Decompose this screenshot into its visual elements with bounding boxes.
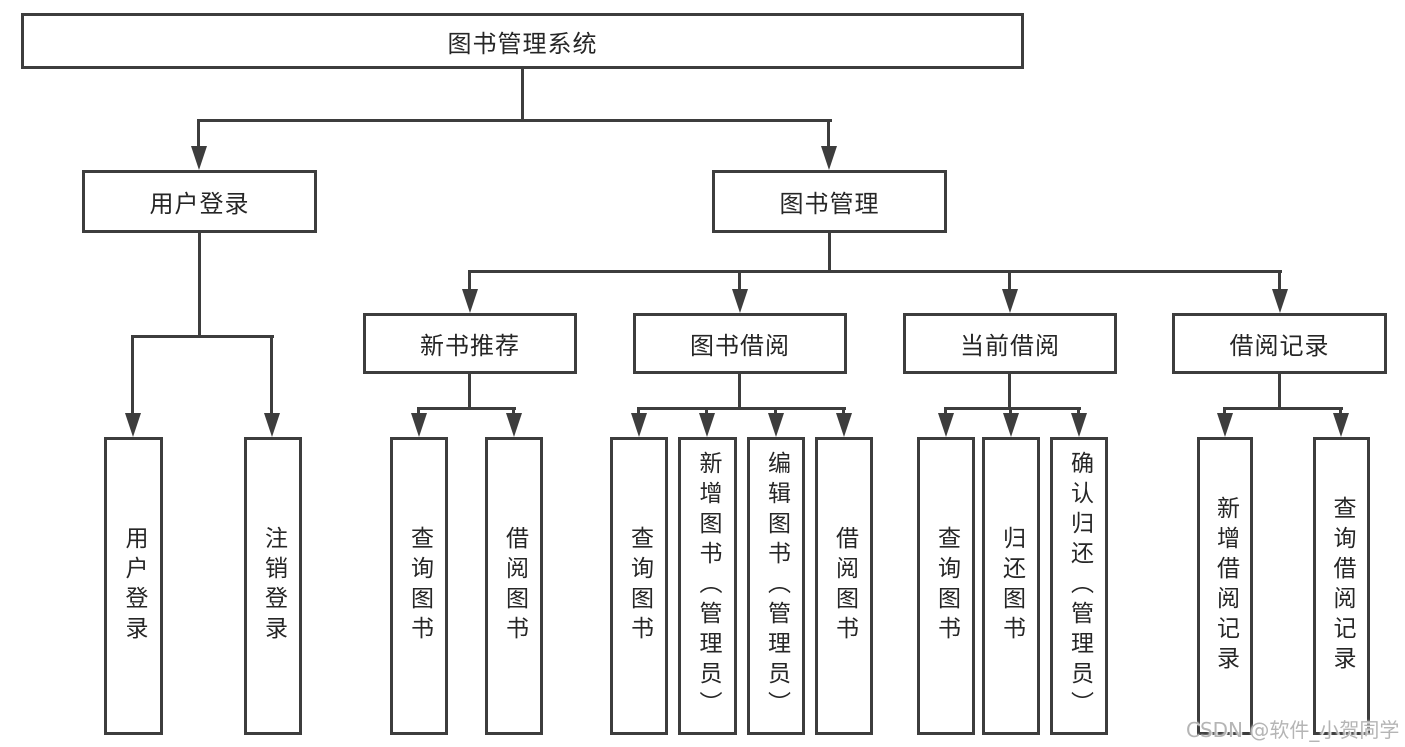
arrow-to-leaf-confirm-return (1071, 407, 1087, 437)
leaf-borrow-book-2: 借阅图书 (815, 437, 873, 735)
arrow-to-book-borrow (732, 270, 748, 313)
leaf-borrow-book-1-label: 借阅图书 (501, 526, 528, 646)
node-new-book-recommend-label: 新书推荐 (420, 332, 520, 360)
edge-book-borrow-rail (637, 407, 846, 410)
edge-borrow-record-rail (1223, 407, 1343, 410)
arrow-to-leaf-query-book-3 (938, 407, 954, 437)
edge-borrow-record-stem (1278, 374, 1281, 409)
node-library-management-system: 图书管理系统 (21, 13, 1024, 69)
leaf-add-borrow-record: 新增借阅记录 (1197, 437, 1253, 735)
arrow-to-current-borrow (1002, 270, 1018, 313)
node-book-management: 图书管理 (712, 170, 947, 233)
edge-root-stem (521, 69, 524, 121)
arrow-to-leaf-query-book-1 (411, 407, 427, 437)
arrow-to-leaf-query-borrow-record (1333, 407, 1349, 437)
node-book-borrow-label: 图书借阅 (690, 332, 790, 360)
csdn-watermark: CSDN @软件_小贺同学 (1186, 718, 1400, 742)
leaf-query-book-3-label: 查询图书 (933, 526, 960, 646)
edge-level2-rail (198, 119, 832, 122)
leaf-confirm-return-admin-label: 确认归还（管理员） (1066, 451, 1093, 721)
arrow-to-leaf-borrow-book-2 (836, 407, 852, 437)
arrow-to-borrow-record (1272, 270, 1288, 313)
leaf-confirm-return-admin: 确认归还（管理员） (1050, 437, 1108, 735)
edge-level3-rail (468, 270, 1282, 273)
edge-new-book-recommend-rail (417, 407, 516, 410)
node-new-book-recommend: 新书推荐 (363, 313, 577, 374)
edge-current-borrow-stem (1008, 374, 1011, 409)
node-library-management-system-label: 图书管理系统 (447, 29, 598, 58)
leaf-query-borrow-record-label: 查询借阅记录 (1329, 496, 1355, 676)
arrow-to-leaf-logout (264, 335, 280, 437)
leaf-edit-book-admin-label: 编辑图书（管理员） (763, 451, 790, 721)
node-user-login: 用户登录 (82, 170, 317, 233)
leaf-query-borrow-record: 查询借阅记录 (1313, 437, 1370, 735)
leaf-query-book-1-label: 查询图书 (406, 526, 433, 646)
arrow-to-leaf-query-book-2 (631, 407, 647, 437)
arrow-to-book-management (821, 119, 837, 170)
leaf-query-book-3: 查询图书 (917, 437, 975, 735)
edge-current-borrow-rail (944, 407, 1081, 410)
arrow-to-leaf-edit-book (768, 407, 784, 437)
leaf-user-login: 用户登录 (104, 437, 163, 735)
leaf-query-book-2: 查询图书 (610, 437, 668, 735)
edge-user-login-stem (198, 233, 201, 337)
leaf-logout: 注销登录 (244, 437, 302, 735)
node-user-login-label: 用户登录 (149, 190, 250, 218)
node-book-borrow: 图书借阅 (633, 313, 847, 374)
leaf-query-book-2-label: 查询图书 (626, 526, 653, 646)
leaf-add-book-admin: 新增图书（管理员） (678, 437, 737, 735)
leaf-edit-book-admin: 编辑图书（管理员） (747, 437, 805, 735)
leaf-user-login-label: 用户登录 (121, 526, 147, 646)
leaf-add-book-admin-label: 新增图书（管理员） (695, 451, 721, 721)
node-borrow-record-label: 借阅记录 (1229, 332, 1330, 360)
arrow-to-user-login (191, 119, 207, 170)
edge-book-management-stem (828, 233, 831, 272)
leaf-return-book: 归还图书 (982, 437, 1040, 735)
arrow-to-leaf-borrow-book-1 (506, 407, 522, 437)
leaf-borrow-book-1: 借阅图书 (485, 437, 543, 735)
node-current-borrow-label: 当前借阅 (960, 332, 1060, 360)
leaf-query-book-1: 查询图书 (390, 437, 448, 735)
node-book-management-label: 图书管理 (779, 190, 880, 218)
arrow-to-leaf-user-login (125, 335, 141, 437)
edge-user-login-rail (132, 335, 274, 338)
leaf-return-book-label: 归还图书 (998, 526, 1025, 646)
edge-book-borrow-stem (738, 374, 741, 409)
arrow-to-leaf-add-borrow-record (1217, 407, 1233, 437)
leaf-borrow-book-2-label: 借阅图书 (831, 526, 858, 646)
node-borrow-record: 借阅记录 (1172, 313, 1387, 374)
arrow-to-new-book-recommend (462, 270, 478, 313)
leaf-logout-label: 注销登录 (260, 526, 287, 646)
edge-new-book-recommend-stem (468, 374, 471, 409)
node-current-borrow: 当前借阅 (903, 313, 1117, 374)
arrow-to-leaf-add-book (699, 407, 715, 437)
leaf-add-borrow-record-label: 新增借阅记录 (1212, 496, 1239, 676)
arrow-to-leaf-return-book (1003, 407, 1019, 437)
